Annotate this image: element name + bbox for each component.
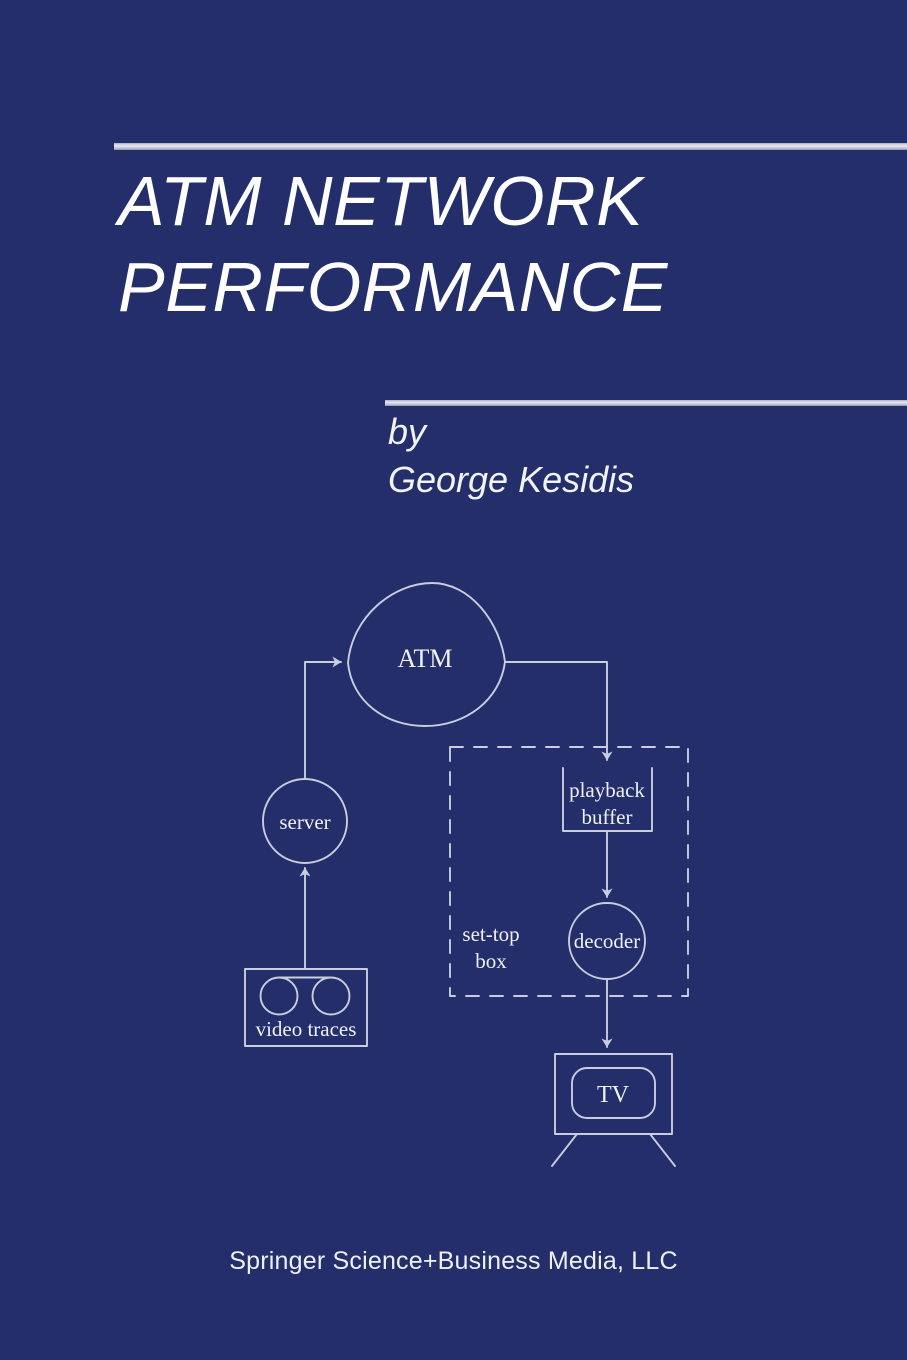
title-line-1: ATM NETWORK — [118, 162, 644, 240]
atm-cloud-shape — [347, 582, 506, 727]
tv-leg-left — [551, 1133, 578, 1167]
byline: by George Kesidis — [388, 409, 634, 505]
edge-server-to-atm — [304, 656, 342, 780]
server-circle — [262, 778, 348, 864]
tv-leg-right — [649, 1133, 676, 1167]
video-traces-label: video traces — [256, 1017, 357, 1041]
playback-buffer-label-line1: playback — [569, 778, 645, 802]
video-traces-reel-left — [259, 976, 299, 1016]
tv-label: TV — [597, 1082, 630, 1108]
title-line-2: PERFORMANCE — [118, 248, 668, 326]
byline-divider-rule — [385, 400, 907, 406]
server-label: server — [279, 810, 330, 834]
publisher-name: Springer Science+Business Media, LLC — [229, 1247, 678, 1275]
atm-label: ATM — [398, 644, 453, 673]
playback-buffer-box — [562, 767, 653, 832]
byline-author-name: George Kesidis — [388, 459, 635, 500]
playback-buffer-label-line2: buffer — [582, 805, 633, 829]
top-divider-rule — [114, 143, 907, 150]
video-traces-box — [244, 968, 368, 1047]
tv-body — [554, 1053, 673, 1135]
set-top-box-label-line1: set-top — [462, 922, 519, 946]
tv-screen — [571, 1067, 656, 1119]
decoder-circle — [568, 902, 646, 980]
byline-by-label: by — [388, 411, 427, 452]
set-top-box-boundary — [449, 746, 689, 997]
edge-atm-to-playback-buffer — [504, 661, 613, 761]
page-title: ATM NETWORK PERFORMANCE — [118, 158, 858, 330]
decoder-label: decoder — [574, 929, 640, 953]
set-top-box-label-line2: box — [475, 949, 507, 973]
video-traces-reel-right — [311, 976, 351, 1016]
